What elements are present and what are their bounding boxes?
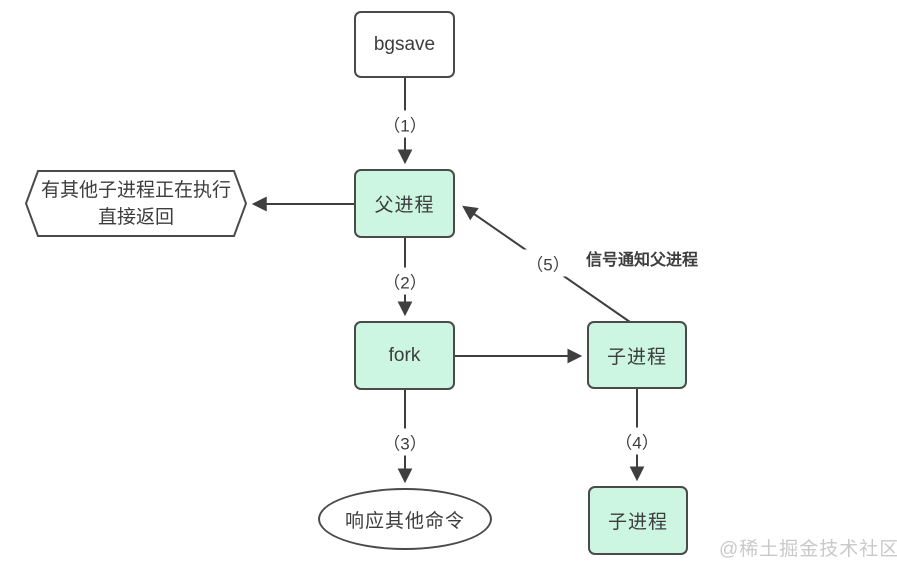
hexagon-line2: 直接返回 <box>97 206 174 228</box>
edge-label-step2: （2） <box>380 267 430 295</box>
node-other-child-running-label: 有其他子进程正在执行 直接返回 <box>25 169 247 238</box>
edge-label-step1: （1） <box>380 110 430 138</box>
node-bgsave-label: bgsave <box>373 33 436 55</box>
node-parent-process: 父进程 <box>354 169 455 238</box>
edge-label-step4: （4） <box>612 427 662 455</box>
node-respond-other-commands-label: 响应其他命令 <box>344 510 465 532</box>
node-parent-process-label: 父进程 <box>374 195 435 216</box>
edge-label-step3: （3） <box>380 428 430 456</box>
node-fork: fork <box>354 321 455 390</box>
hexagon-shape <box>24 170 248 237</box>
node-respond-other-commands: 响应其他命令 <box>318 488 492 550</box>
hexagon-line1: 有其他子进程正在执行 <box>40 179 231 201</box>
node-child-process-1: 子进程 <box>587 321 687 389</box>
node-bgsave: bgsave <box>354 11 455 78</box>
node-child-process-2: 子进程 <box>588 486 688 555</box>
node-child-process-1-label: 子进程 <box>606 346 667 368</box>
node-child-process-2-label: 子进程 <box>607 512 668 533</box>
watermark: @稀土掘金技术社区 <box>719 539 897 560</box>
node-fork-label: fork <box>388 344 421 366</box>
edge-label-step5: （5） <box>523 249 573 277</box>
node-other-child-running: 有其他子进程正在执行 直接返回 <box>24 169 248 238</box>
edge-label-signal-notify-parent: 信号通知父进程 <box>583 245 702 271</box>
